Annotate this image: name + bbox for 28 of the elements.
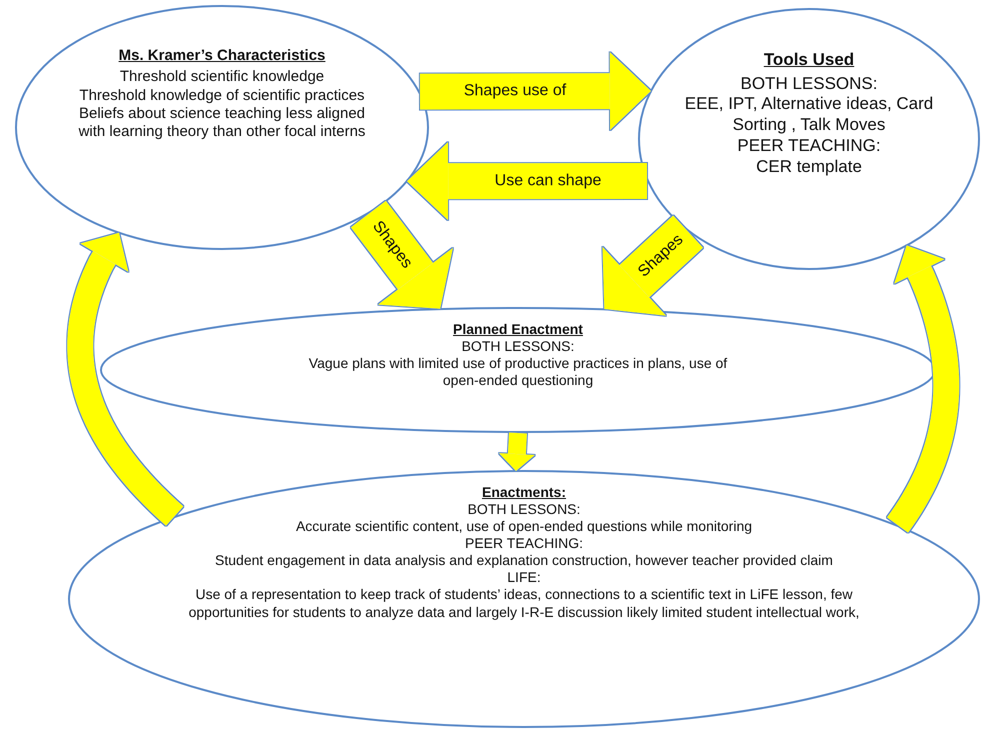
node-text: BOTH LESSONS: xyxy=(740,74,878,94)
curved-block-arrow xyxy=(67,232,184,526)
block-arrow xyxy=(420,52,651,130)
node-text: Use of a representation to keep track of students’ ideas, connections to a scientific text in LiFE lesson, few opportunities for students to analyze data and largely I-R-E discussion likely limited student intellectual work, xyxy=(188,586,860,621)
node-text: Vague plans with limited use of productive practices in plans, use of open-ended questioning xyxy=(308,355,728,390)
block-arrow xyxy=(407,142,648,220)
node-text: LIFE: xyxy=(507,569,541,586)
node-text: PEER TEACHING: xyxy=(737,136,881,157)
node-text: Threshold knowledge of scientific practices xyxy=(79,86,365,105)
block-arrow xyxy=(498,432,535,471)
edge-label: Shapes use of xyxy=(464,82,566,100)
node-text: Accurate scientific content, use of open-ended questions while monitoring xyxy=(296,518,752,536)
node-text: CER template xyxy=(756,156,862,178)
ellipse-node xyxy=(68,470,980,728)
node-text: PEER TEACHING: xyxy=(465,535,583,552)
node-text: EEE, IPT, Alternative ideas, Card Sorting , Talk Moves xyxy=(684,94,934,136)
ellipse-node xyxy=(100,307,936,433)
node-text: Student engagement in data analysis and explanation construction, however teacher provided claim xyxy=(215,552,833,570)
node-heading: Enactments: xyxy=(482,484,566,502)
node-heading: Planned Enactment xyxy=(453,321,583,338)
node-heading: Tools Used xyxy=(764,50,854,71)
node-text: Beliefs about science teaching less aligned with learning theory than other focal interns xyxy=(78,104,366,142)
node-text: Threshold scientific knowledge xyxy=(120,68,324,87)
curved-block-arrow xyxy=(886,245,960,533)
node-text: BOTH LESSONS: xyxy=(468,501,580,518)
node-heading: Ms. Kramer’s Characteristics xyxy=(118,47,326,66)
node-text: BOTH LESSONS: xyxy=(462,338,574,356)
edge-label: Use can shape xyxy=(494,172,601,190)
